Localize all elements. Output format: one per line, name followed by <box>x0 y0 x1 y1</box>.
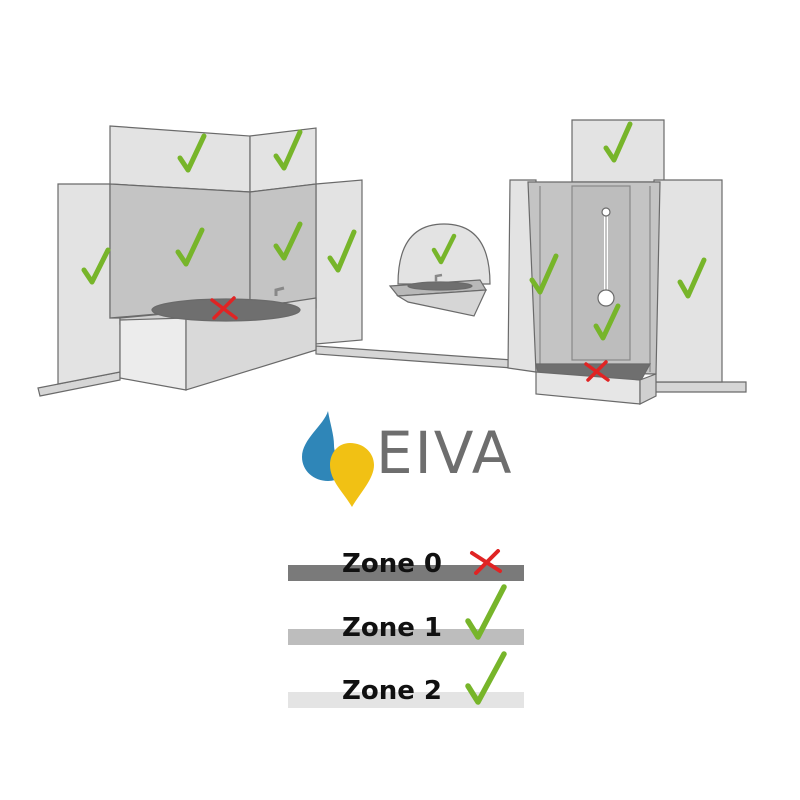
yellow-drop-icon <box>330 443 374 507</box>
floor-outline <box>37 345 747 397</box>
cross-icon <box>470 549 502 575</box>
zone2-bar <box>288 692 524 708</box>
shower-control <box>597 289 615 307</box>
zone2-wall-top-right <box>249 127 317 193</box>
eiva-logo <box>302 411 374 507</box>
zone1-bar <box>288 629 524 645</box>
check-icon <box>273 129 303 171</box>
logo-text: EIVA <box>376 419 514 487</box>
legend-label: Zone 1 <box>342 613 443 643</box>
bathroom-zones-illustration <box>37 119 747 405</box>
check-icon <box>465 651 507 705</box>
sink-front <box>396 289 487 317</box>
legend-label: Zone 0 <box>342 549 443 579</box>
cross-icon <box>210 296 238 320</box>
check-icon <box>677 257 707 299</box>
zone0-bar <box>288 565 524 581</box>
sink-tap <box>434 273 443 282</box>
zone2-shower-wall-right <box>653 179 723 383</box>
check-icon <box>603 121 633 163</box>
check-icon <box>327 229 357 273</box>
check-icon <box>175 227 205 267</box>
check-icon <box>81 247 111 285</box>
bath-tap <box>274 286 285 296</box>
legend-row-zone2: Zone 2 <box>288 648 524 708</box>
check-icon <box>593 303 621 341</box>
shower-head <box>601 207 611 217</box>
check-icon <box>273 221 303 261</box>
legend-label: Zone 2 <box>342 676 443 706</box>
bathtub-front <box>119 317 187 391</box>
check-icon <box>177 133 207 173</box>
legend-row-zone0: Zone 0 <box>288 521 524 581</box>
check-icon <box>465 584 507 640</box>
check-icon <box>431 233 457 265</box>
zone-marks <box>81 121 707 382</box>
shower-area <box>507 119 723 405</box>
sink-area <box>388 223 491 317</box>
cross-icon <box>584 360 610 382</box>
legend-row-zone1: Zone 1 <box>288 584 524 645</box>
check-icon <box>529 253 559 295</box>
sink-basin <box>407 281 473 291</box>
